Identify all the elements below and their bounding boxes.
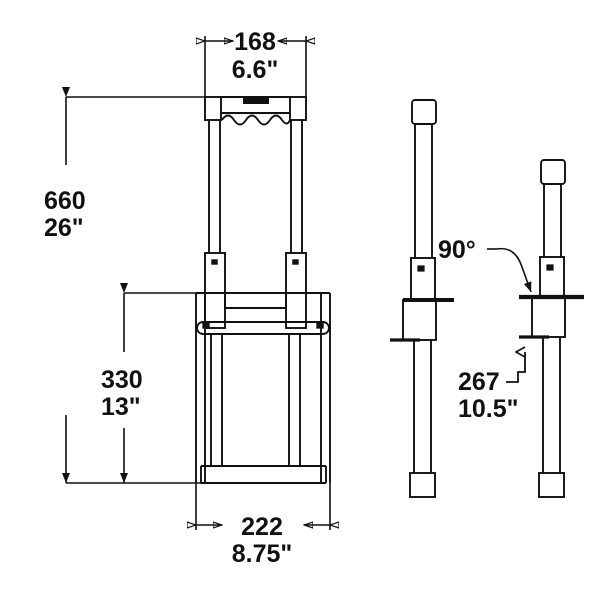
collar-bolt-right (292, 259, 299, 265)
upper-step-rung (224, 292, 287, 309)
side-mtd-collar-bolt (546, 264, 554, 271)
dimension-bottom-width (196, 483, 330, 530)
dimension-bracket-height-leader (506, 352, 526, 383)
collar-bolt-left (211, 259, 218, 265)
side-ext-collar-bolt (417, 265, 425, 272)
grip-label-block (243, 98, 269, 104)
annotation-angle-label: 90° (438, 236, 476, 264)
side-ext-mount-bracket (390, 298, 454, 342)
side-mtd-upper-tube (543, 184, 562, 257)
top-rail-cap-right (289, 96, 307, 121)
scalloped-grab-rail (221, 114, 291, 126)
dimension-lower-height-metric: 330 (101, 366, 143, 394)
annotation-angle-leader (487, 247, 532, 293)
dimension-bracket-height-metric: 267 (458, 368, 500, 396)
upper-rail-left (208, 120, 221, 253)
side-ext-upper-tube (414, 124, 433, 258)
side-ext-top-cap (411, 99, 437, 125)
telescope-collar-left (204, 252, 226, 329)
side-mtd-lower-tube (542, 337, 561, 473)
dimension-overall-height-imperial: 26" (44, 214, 84, 242)
dimension-bracket-height-imperial: 10.5" (458, 395, 519, 423)
dimension-bottom-width-imperial: 8.75" (232, 540, 293, 568)
leader-line-bracket-height (506, 352, 526, 383)
dimension-top-width-metric: 168 (234, 28, 276, 56)
pivot-cross-bar (196, 321, 330, 335)
side-mtd-top-cap (540, 159, 566, 185)
side-ext-foot (409, 472, 436, 498)
dimension-lower-height-imperial: 13" (101, 393, 141, 421)
side-mtd-foot (538, 472, 565, 498)
dimension-overall-height-metric: 660 (44, 187, 86, 215)
upper-rail-right (290, 120, 303, 253)
dimension-top-width (205, 36, 306, 97)
pivot-bolt-left (202, 322, 210, 329)
front-view (195, 96, 331, 484)
side-view-mounted (519, 159, 584, 498)
bottom-step-rung (200, 465, 327, 484)
side-view-extended (390, 99, 454, 498)
dimension-bottom-width-metric: 222 (241, 513, 283, 541)
pivot-bolt-right (316, 322, 324, 329)
lower-rail-left (210, 334, 223, 466)
leader-line-angle (496, 247, 532, 293)
side-mtd-mount-bracket (519, 294, 584, 339)
dimension-top-width-imperial: 6.6" (232, 56, 279, 84)
top-rail-cap-left (204, 96, 222, 121)
top-grip-plate (221, 96, 290, 114)
side-ext-lower-tube (413, 340, 432, 473)
dimension-overall-height (62, 87, 205, 484)
lower-rail-right (288, 334, 301, 466)
dimension-lower-height (120, 283, 196, 483)
telescope-collar-right (285, 252, 307, 329)
